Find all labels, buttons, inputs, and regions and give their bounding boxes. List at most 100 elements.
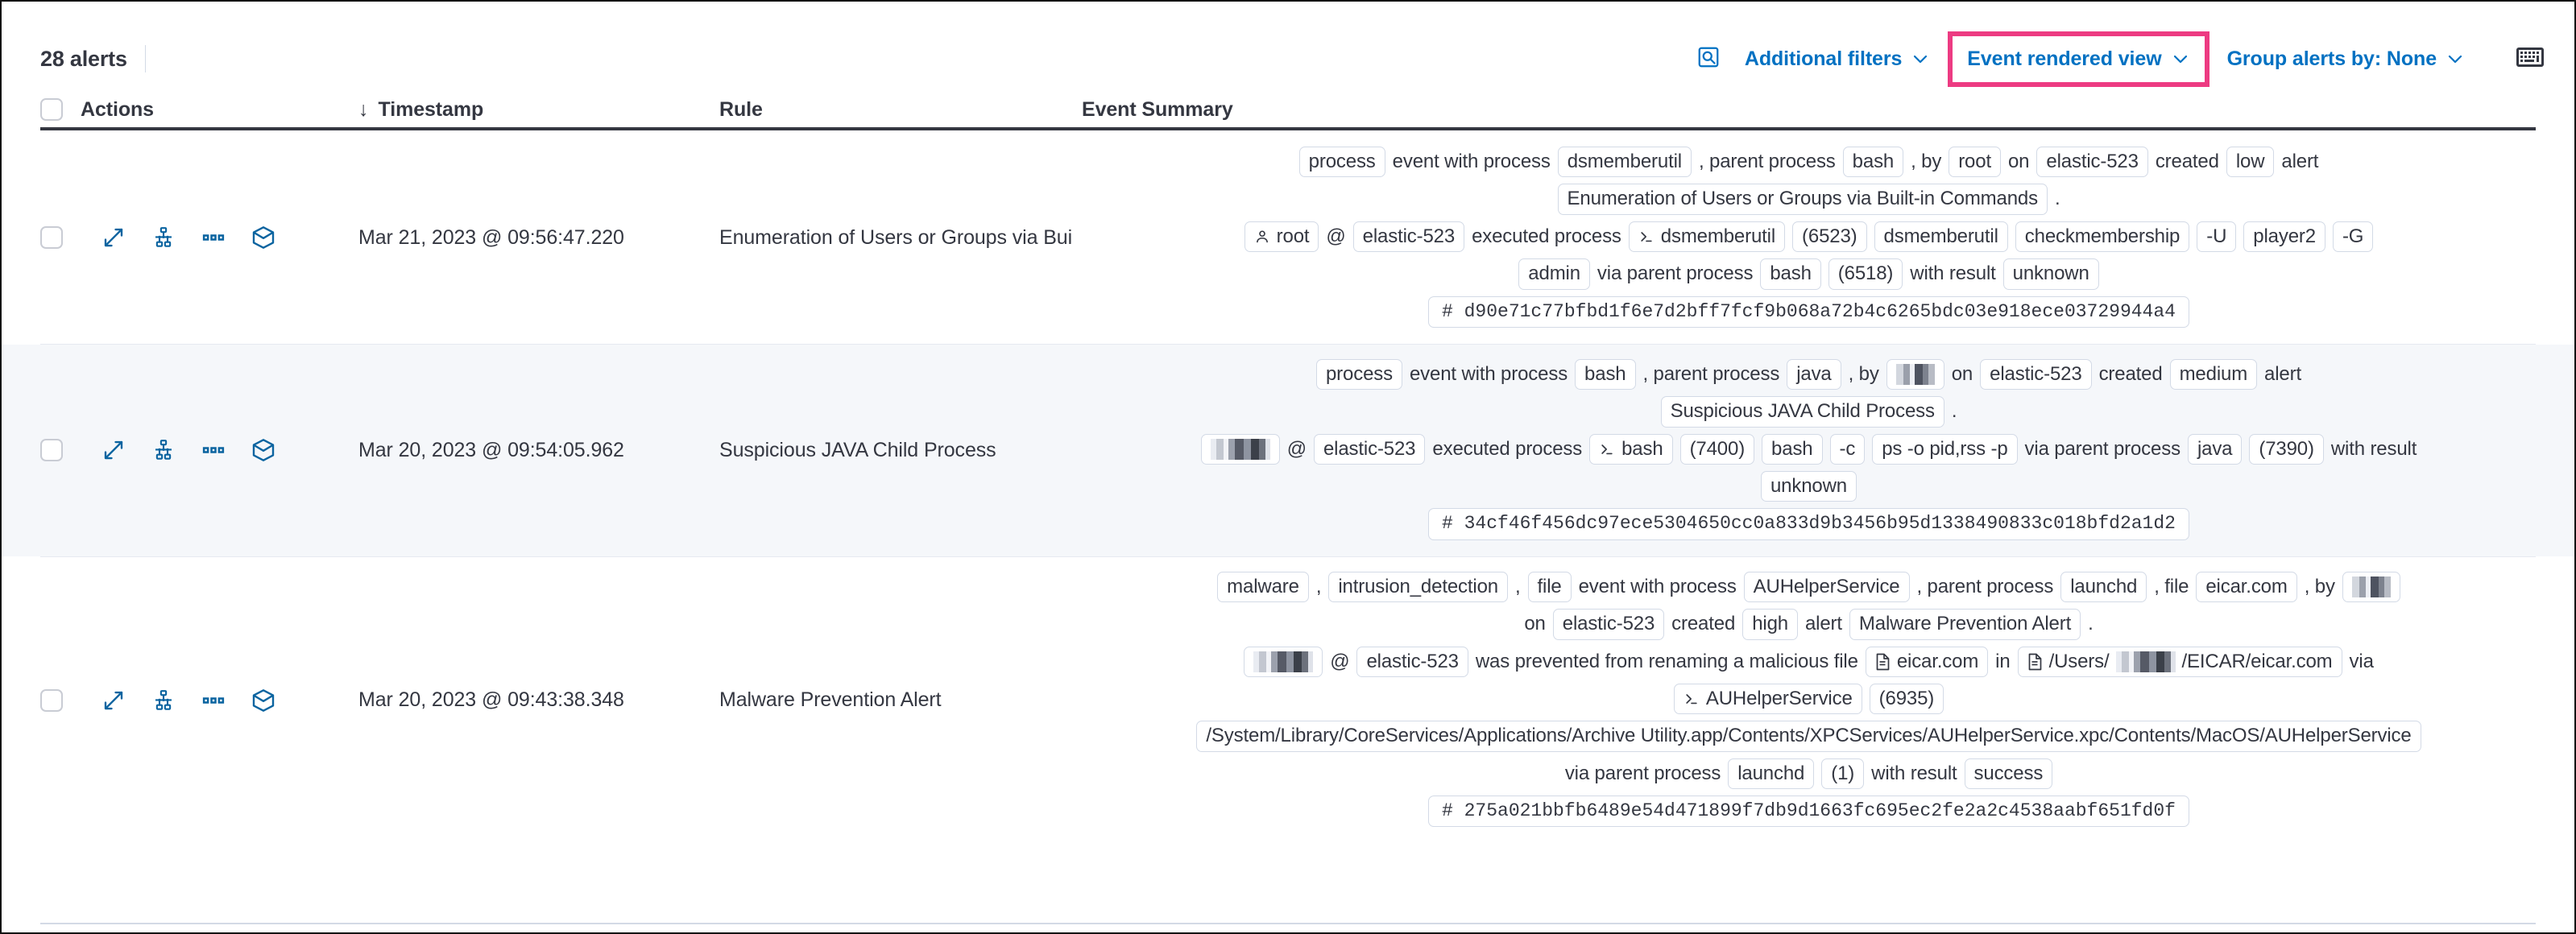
row-rule[interactable]: Enumeration of Users or Groups via Bui (719, 132, 1082, 344)
summary-chip[interactable]: java (2187, 433, 2243, 465)
analyze-event-icon[interactable] (150, 436, 177, 464)
analyze-event-icon[interactable] (150, 224, 177, 251)
summary-text: alert (2264, 362, 2301, 385)
session-view-icon[interactable] (250, 436, 277, 464)
summary-chip[interactable]: Suspicious JAVA Child Process (1660, 396, 1944, 428)
summary-chip[interactable]: (6523) (1792, 221, 1867, 253)
row-select-checkbox[interactable] (40, 132, 81, 344)
more-actions-icon[interactable] (200, 224, 227, 251)
summary-chip[interactable]: unknown (2002, 258, 2099, 290)
summary-chip[interactable]: # 275a021bbfb6489e54d471899f7db9d1663fc6… (1428, 796, 2189, 828)
toolbar-right-group: Additional filters Event rendered view G… (1685, 31, 2544, 87)
summary-chip[interactable]: bash (1842, 147, 1904, 178)
summary-chip[interactable]: elastic-523 (1356, 646, 1468, 677)
inspect-query-button[interactable] (1685, 40, 1732, 78)
summary-line: /System/Library/CoreServices/Application… (1082, 717, 2536, 754)
select-all-checkbox[interactable] (40, 98, 81, 121)
session-view-icon[interactable] (250, 687, 277, 714)
summary-chip-label: elastic-523 (2046, 151, 2139, 172)
summary-chip[interactable]: bash (1575, 358, 1636, 391)
summary-chip[interactable]: checkmembership (2015, 221, 2190, 253)
summary-text: on (1524, 613, 1546, 635)
summary-chip[interactable]: # d90e71c77bfbd1f6e7d2bff7fcf9b068a72b4c… (1428, 295, 2189, 328)
summary-chip[interactable]: process (1298, 147, 1385, 178)
summary-chip[interactable]: -G (2332, 221, 2374, 253)
more-actions-icon[interactable] (200, 687, 227, 714)
summary-chip[interactable]: process (1315, 358, 1402, 391)
summary-chip[interactable]: java (1787, 358, 1841, 391)
summary-chip[interactable]: -U (2197, 221, 2237, 253)
summary-chip[interactable]: bash (1589, 433, 1673, 465)
row-timestamp: Mar 21, 2023 @ 09:56:47.220 (358, 132, 719, 344)
row-select-checkbox[interactable] (40, 557, 81, 844)
summary-chip[interactable]: low (2226, 147, 2275, 178)
summary-chip[interactable]: (7390) (2249, 433, 2324, 465)
summary-chip[interactable]: unknown (1760, 471, 1857, 502)
event-rendered-view-button[interactable]: Event rendered view (1964, 48, 2193, 71)
summary-chip[interactable]: (6518) (1828, 258, 1903, 290)
summary-chip[interactable] (1886, 359, 1944, 391)
summary-chip[interactable]: bash (1760, 258, 1821, 290)
summary-chip[interactable]: player2 (2243, 221, 2325, 253)
summary-chip[interactable] (1200, 433, 1280, 465)
expand-icon[interactable] (100, 687, 127, 714)
summary-chip[interactable]: dsmemberutil (1628, 221, 1786, 253)
summary-chip[interactable]: ps -o pid,rss -p (1872, 433, 2018, 465)
summary-chip[interactable]: (7400) (1679, 433, 1755, 465)
expand-icon[interactable] (100, 224, 127, 251)
summary-chip[interactable]: admin (1518, 258, 1590, 290)
summary-chip[interactable]: high (1742, 609, 1798, 640)
more-actions-icon[interactable] (200, 436, 227, 464)
summary-chip[interactable]: file (1527, 571, 1572, 603)
summary-chip[interactable]: malware (1217, 571, 1309, 603)
summary-chip[interactable]: elastic-523 (1980, 358, 2092, 391)
summary-chip[interactable]: elastic-523 (1352, 221, 1465, 253)
row-rule[interactable]: Malware Prevention Alert (719, 557, 1082, 844)
summary-chip-label: # d90e71c77bfbd1f6e7d2bff7fcf9b068a72b4c… (1442, 300, 2176, 322)
summary-chip[interactable]: dsmemberutil (1874, 221, 2008, 253)
summary-chip[interactable]: dsmemberutil (1557, 147, 1692, 178)
row-select-checkbox[interactable] (40, 345, 81, 556)
column-header-timestamp[interactable]: ↓ Timestamp (358, 98, 719, 122)
summary-chip[interactable]: Enumeration of Users or Groups via Built… (1557, 184, 2048, 215)
summary-chip[interactable]: (1) (1821, 758, 1865, 790)
summary-chip[interactable]: root (1949, 147, 2001, 178)
keyboard-shortcuts-button[interactable] (2516, 47, 2544, 72)
summary-chip[interactable]: /System/Library/CoreServices/Application… (1196, 721, 2421, 752)
session-view-icon[interactable] (250, 224, 277, 251)
summary-chip[interactable]: AUHelperService (1673, 683, 1862, 715)
expand-icon[interactable] (100, 436, 127, 464)
summary-chip[interactable]: AUHelperService (1743, 571, 1910, 603)
summary-chip[interactable]: intrusion_detection (1328, 571, 1508, 603)
column-header-event-summary[interactable]: Event Summary (1082, 98, 2536, 122)
summary-chip[interactable]: -c (1829, 433, 1866, 465)
summary-chip[interactable]: eicar.com (1865, 646, 1989, 677)
column-header-actions[interactable]: Actions (81, 98, 358, 122)
analyze-event-icon[interactable] (150, 687, 177, 714)
column-header-rule[interactable]: Rule (719, 98, 1082, 122)
summary-chip[interactable]: elastic-523 (1313, 433, 1426, 465)
summary-chip[interactable]: bash (1762, 433, 1823, 465)
summary-chip[interactable]: success (1964, 758, 2053, 790)
row-rule-value: Malware Prevention Alert (719, 688, 942, 712)
summary-chip[interactable]: Malware Prevention Alert (1849, 609, 2081, 640)
summary-chip[interactable]: # 34cf46f456dc97ece5304650cc0a833d9b3456… (1428, 508, 2189, 540)
group-alerts-by-button[interactable]: Group alerts by: None (2214, 43, 2478, 76)
row-rule[interactable]: Suspicious JAVA Child Process (719, 345, 1082, 556)
summary-chip[interactable] (2342, 571, 2400, 602)
summary-chip[interactable]: (6935) (1869, 683, 1944, 715)
summary-chip[interactable]: launchd (1728, 758, 1815, 790)
summary-chip[interactable] (1244, 646, 1323, 677)
summary-chip[interactable]: eicar.com (2196, 571, 2297, 603)
additional-filters-button[interactable]: Additional filters (1732, 43, 1943, 76)
summary-chip[interactable]: medium (2169, 358, 2258, 391)
summary-chip[interactable]: elastic-523 (1552, 609, 1665, 640)
summary-chip[interactable]: launchd (2060, 571, 2147, 603)
summary-chip[interactable]: root (1244, 221, 1319, 253)
summary-chip[interactable]: /Users//EICAR/eicar.com (2017, 646, 2342, 677)
summary-chip[interactable]: elastic-523 (2036, 147, 2148, 178)
summary-chip-label: # 34cf46f456dc97ece5304650cc0a833d9b3456… (1442, 513, 2176, 535)
